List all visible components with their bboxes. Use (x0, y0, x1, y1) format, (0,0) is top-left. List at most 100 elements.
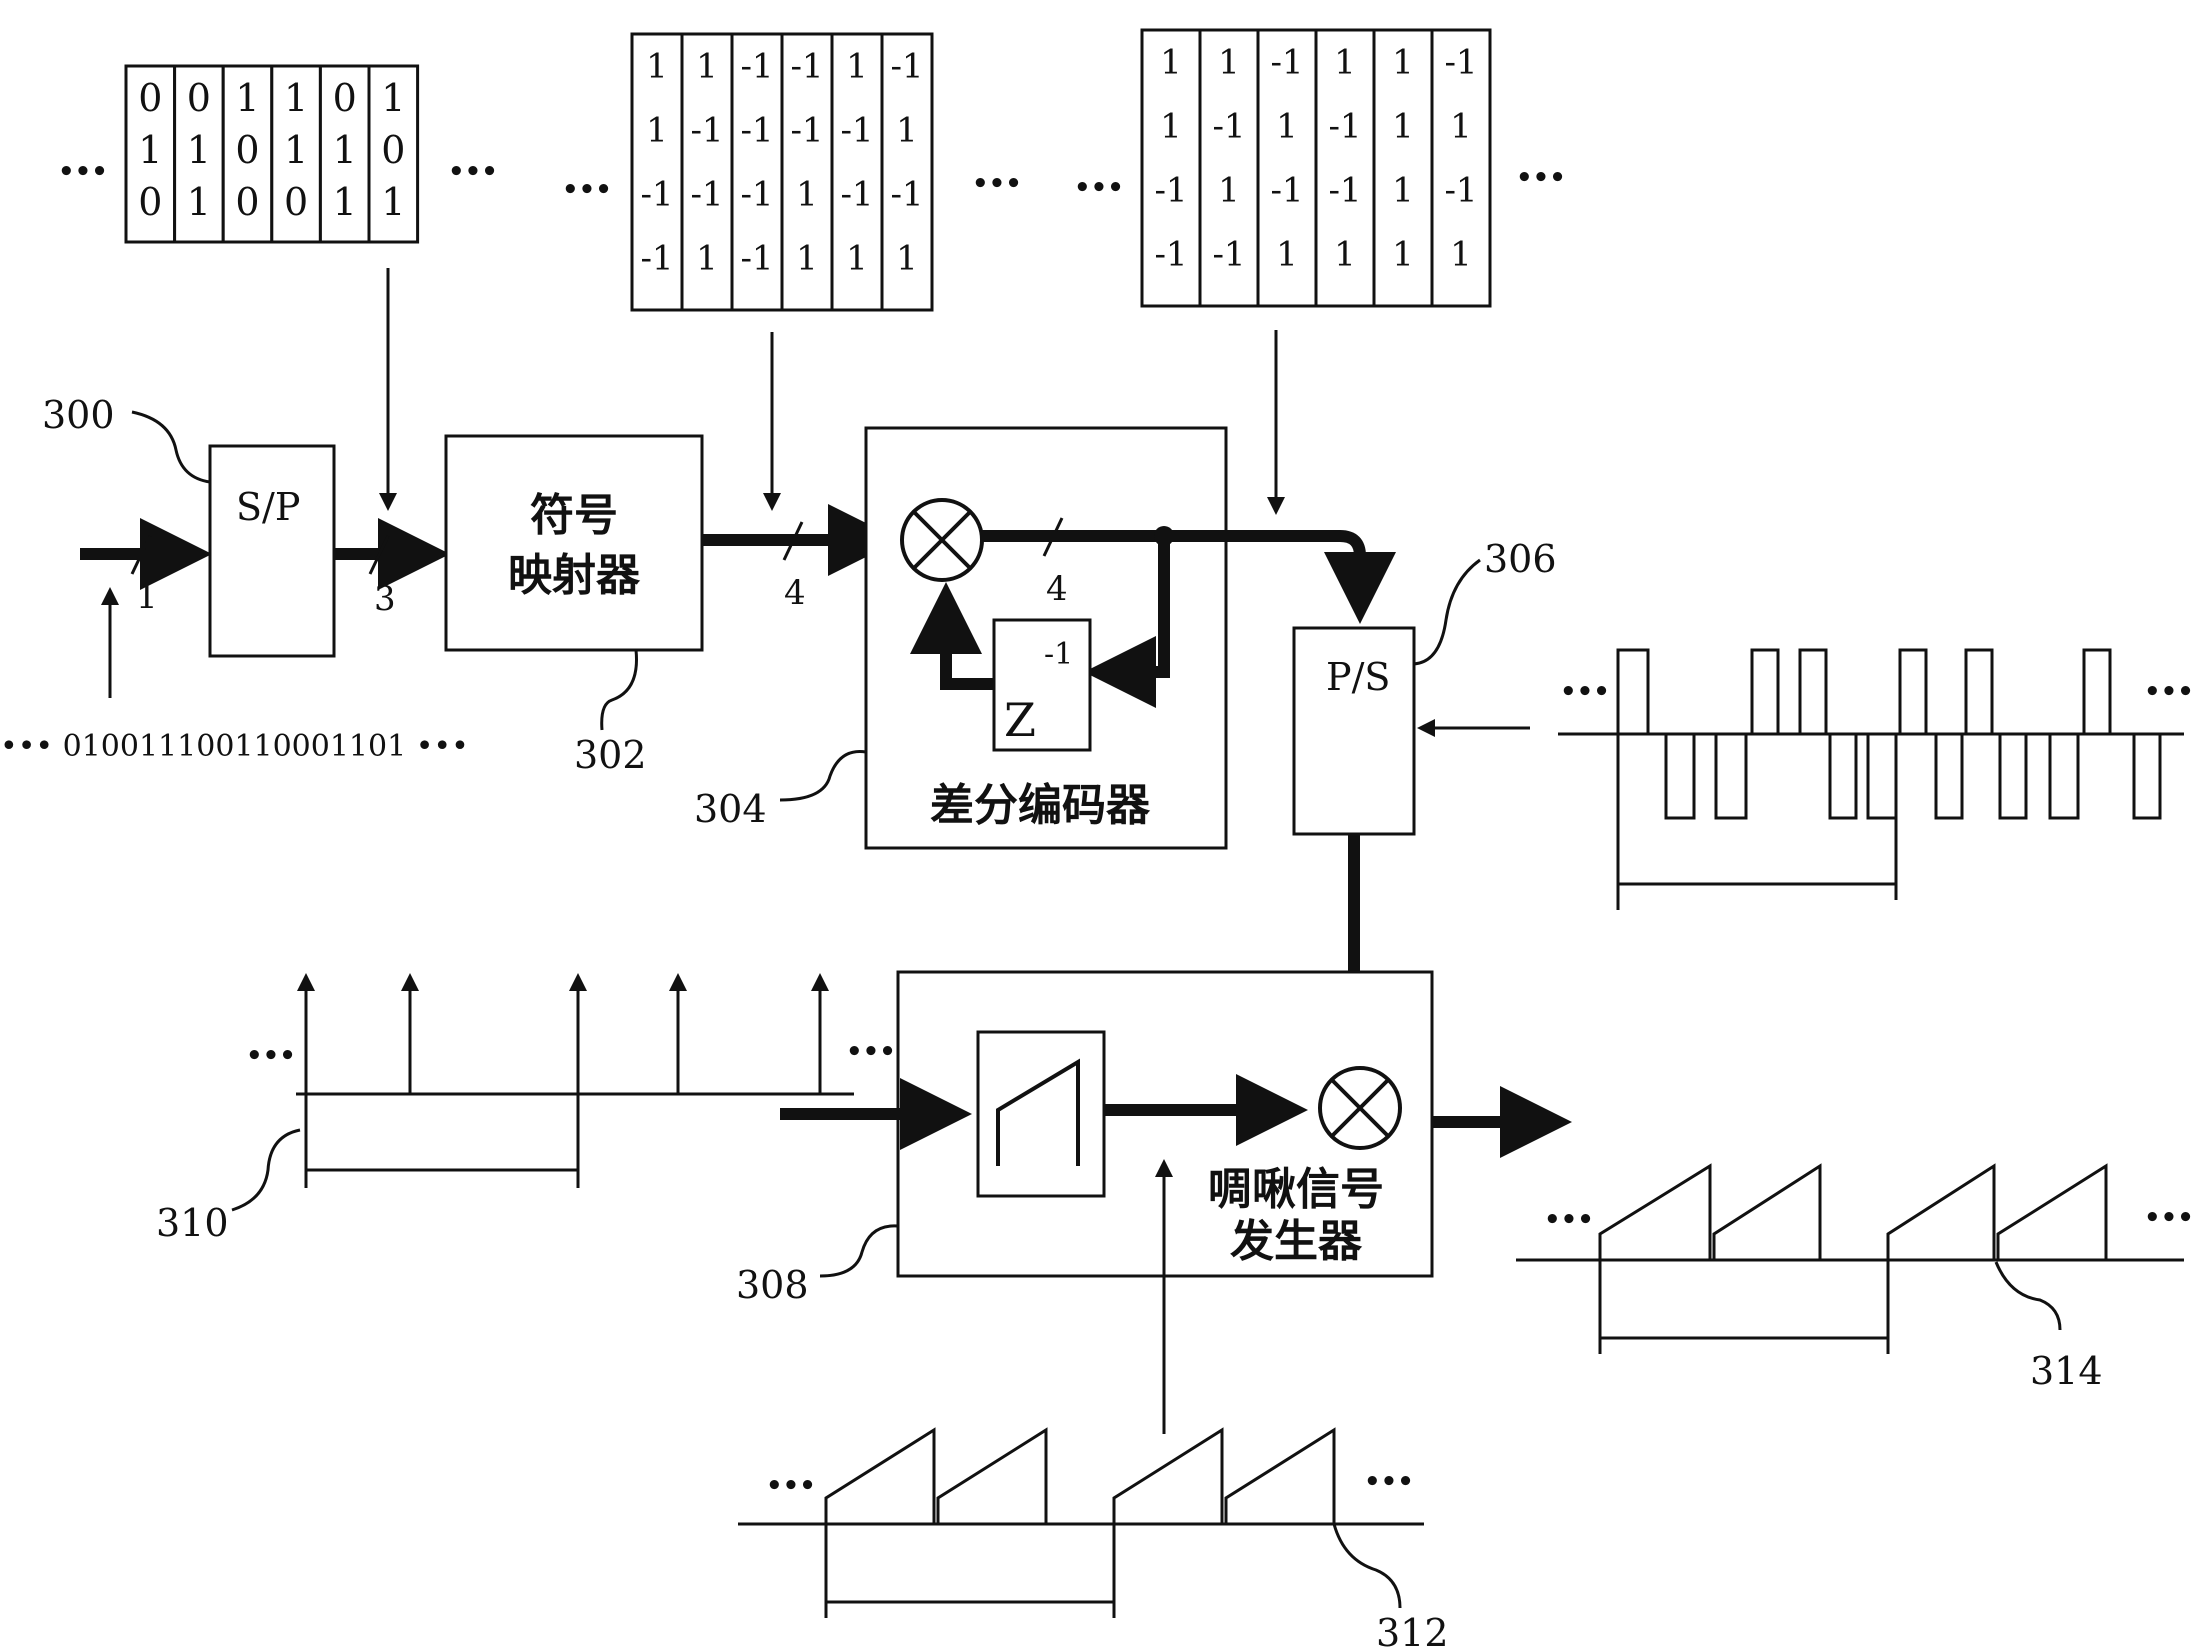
symbol-matrix-1-column (880, 32, 934, 312)
diff-to-ps-bus (1164, 530, 1396, 624)
bit-matrix-right-ellipsis: ••• (448, 157, 498, 187)
ps-block (1292, 626, 1416, 836)
symbol-matrix-2-cell: -1 (1270, 171, 1303, 211)
symbol-matrix-2-cell: -1 (1444, 171, 1477, 211)
bit-matrix-cell: 1 (284, 76, 308, 120)
symbol-matrix-1-cell: 1 (846, 239, 868, 279)
feedback-to-multiplier (910, 582, 994, 690)
symbol-matrix-2-column (1256, 28, 1318, 308)
symbol-matrix-2-cell: -1 (1328, 107, 1361, 147)
symbol-matrix-1-cell: 1 (696, 239, 718, 279)
symbol-matrix-1-cell: -1 (740, 47, 773, 87)
chirp-input-waveform (738, 1427, 1424, 1618)
impulse-right-ellipsis: ••• (846, 1037, 896, 1067)
chirp-output-ref: 314 (2030, 1349, 2103, 1393)
symbol-mapper-ref: 302 (574, 733, 647, 777)
bit-matrix-column (318, 64, 371, 244)
diff-out-slash (1042, 517, 1064, 557)
sp-out-slash (368, 535, 390, 575)
bit-matrix-cell: 0 (235, 128, 259, 172)
symbol-matrix-1-cell: -1 (640, 239, 673, 279)
symbol-matrix-1-column (830, 32, 884, 312)
chirp-input-left-ellipsis: ••• (766, 1471, 816, 1501)
bit-matrix-cell: 0 (235, 180, 259, 224)
symbol-matrix-2-cell: 1 (1218, 43, 1240, 83)
mapper-out-slash (782, 521, 804, 561)
symbol-matrix-2-cell: 1 (1392, 107, 1414, 147)
input-bitstream: ••• 010011100110001101 ••• (0, 729, 469, 764)
bit-matrix-cell: 1 (187, 128, 211, 172)
ps-wave-left-ellipsis: ••• (1560, 677, 1610, 707)
diff-out-width: 4 (1046, 569, 1068, 609)
symbol-matrix-1-right-ellipsis: ••• (972, 169, 1022, 199)
impulse-ref-leader (231, 1128, 301, 1212)
symbol-matrix-2-cell: 1 (1334, 235, 1356, 275)
differential-encoder-ref: 304 (694, 787, 767, 831)
bit-matrix-cell: 0 (333, 76, 357, 120)
symbol-matrix-2-column (1430, 28, 1492, 308)
symbol-matrix-2-cell: -1 (1444, 43, 1477, 83)
symbol-matrix-2-column (1372, 28, 1434, 308)
symbol-matrix-2-cell: 1 (1392, 43, 1414, 83)
mapper-out-width: 4 (784, 573, 806, 613)
bit-matrix-cell: 1 (284, 128, 308, 172)
chirp-generator-label-2: 发生器 (1230, 1216, 1363, 1267)
symbol-matrix-2-cell: 1 (1160, 107, 1182, 147)
impulse-ref: 310 (156, 1201, 229, 1245)
bit-matrix-cell: 1 (333, 128, 357, 172)
symbol-matrix-2-cell: 1 (1392, 235, 1414, 275)
sp-label: S/P (236, 485, 300, 529)
symbol-matrix-2-cell: -1 (1154, 171, 1187, 211)
chirp-output-waveform (1516, 1163, 2184, 1354)
symbol-matrix-1-cell: 1 (696, 47, 718, 87)
symbol-matrix-2-cell: 1 (1334, 43, 1356, 83)
symbol-matrix-2-cell: 1 (1276, 235, 1298, 275)
symbol-mapper-label-1: 符号 (530, 490, 618, 541)
bit-matrix-cell: 0 (381, 128, 405, 172)
bit-matrix-cell: 1 (138, 128, 162, 172)
symbol-matrix-2-cell: 1 (1160, 43, 1182, 83)
symbol-matrix-2-cell: -1 (1212, 107, 1245, 147)
chirp-input-ref-leader (1332, 1523, 1402, 1609)
symbol-matrix-1-cell: -1 (790, 111, 823, 151)
symbol-matrix-2-cell: 1 (1218, 171, 1240, 211)
bit-matrix-cell: 1 (381, 180, 405, 224)
symbol-matrix-2-right-ellipsis: ••• (1516, 163, 1566, 193)
sp-ref: 300 (42, 393, 115, 437)
ps-square-waveform (1558, 648, 2184, 910)
bit-matrix-column (173, 64, 225, 244)
bit-matrix-cell: 0 (138, 180, 162, 224)
impulse-train (296, 973, 854, 1188)
symbol-matrix-1-cell: 1 (796, 175, 818, 215)
chirp-generator-ref: 308 (736, 1263, 809, 1307)
chirp-output-right-ellipsis: ••• (2144, 1203, 2194, 1233)
symbol-matrix-1-cell: -1 (840, 111, 873, 151)
symbol-matrix-2-column (1314, 28, 1376, 308)
sp-out-width: 3 (374, 579, 396, 619)
bit-matrix-cell: 1 (333, 180, 357, 224)
symbol-matrix-1-column (730, 32, 784, 312)
differential-encoder-label: 差分编码器 (930, 780, 1151, 831)
symbol-matrix-1-cell: 1 (896, 239, 918, 279)
symbol-matrix-1-column (780, 32, 834, 312)
input-bus-slash (130, 535, 152, 575)
ramp-icon (996, 1058, 1080, 1166)
symbol-matrix-1-cell: -1 (890, 47, 923, 87)
symbol-matrix-1-cell: 1 (846, 47, 868, 87)
bit-matrix-cell: 0 (187, 76, 211, 120)
bit-matrix-column (367, 64, 420, 244)
symbol-matrix-1-cell: 1 (646, 111, 668, 151)
impulse-left-ellipsis: ••• (246, 1041, 296, 1071)
chirp-output-left-ellipsis: ••• (1544, 1205, 1594, 1235)
symbol-mapper-block (444, 434, 704, 652)
multiplier-icon-x2 (912, 510, 972, 570)
bit-matrix-column (221, 64, 274, 244)
delay-block (992, 618, 1092, 752)
chirp-generator-ref-leader (819, 1224, 899, 1278)
chirp-multiplier-icon-x2 (1330, 1078, 1390, 1138)
bit-matrix-column (124, 64, 177, 244)
chirp-output-ref-leader (1994, 1261, 2062, 1331)
